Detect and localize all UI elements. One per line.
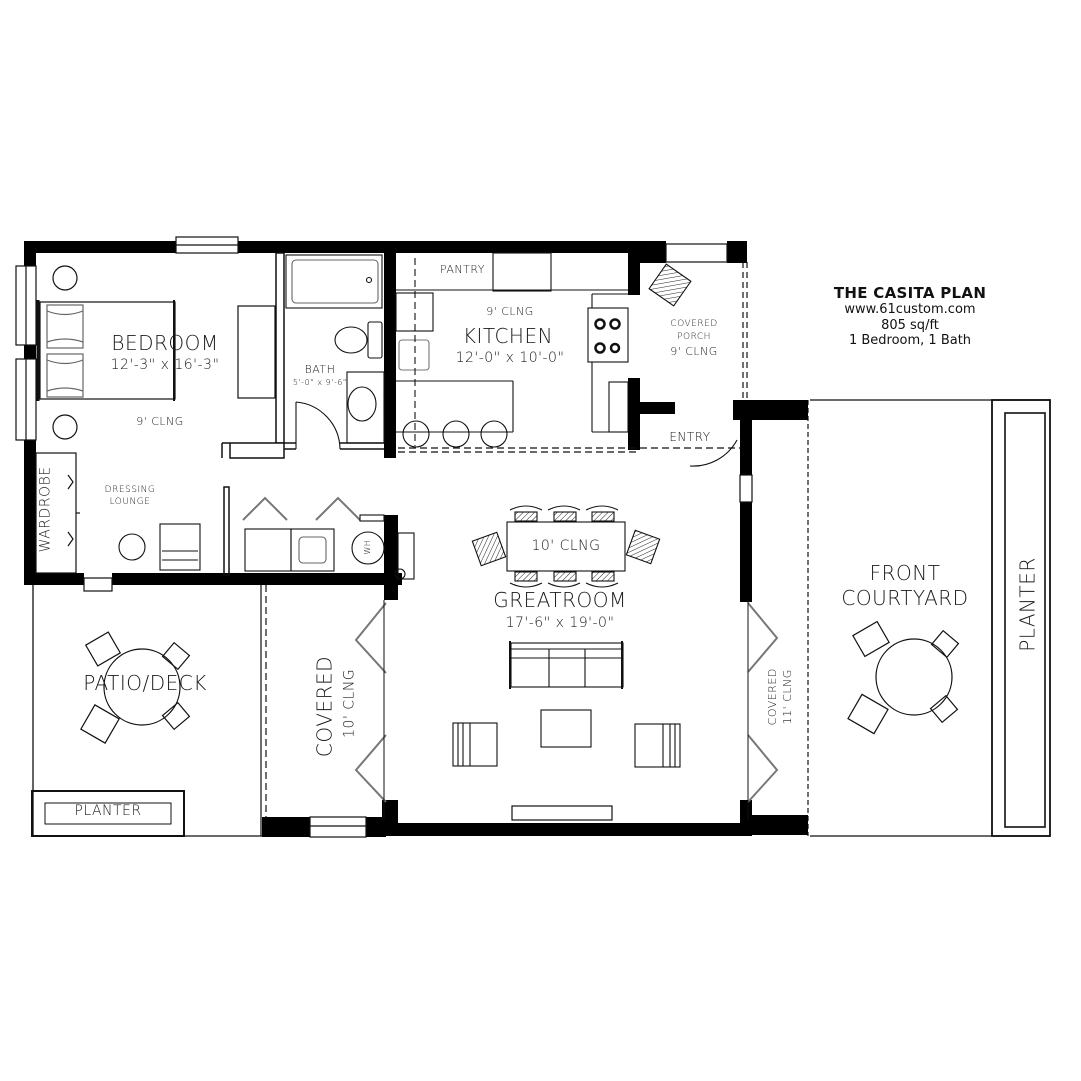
front-courtyard-label-2: COURTYARD [841, 586, 969, 610]
pantry-label: PANTRY [439, 263, 486, 276]
bedroom-ceiling: 9' CLNG [136, 415, 184, 428]
bedroom-label: BEDROOM [111, 331, 219, 355]
planter-right-label: PLANTER [1015, 557, 1040, 652]
patio-deck-outline [32, 583, 262, 837]
greatroom-size: 17'-6" x 19'-0" [505, 615, 615, 631]
bath-fixtures [285, 254, 385, 450]
kitchen-fixtures [395, 252, 629, 448]
greatroom-ceiling: 10' CLNG [531, 538, 601, 554]
laundry-closet [242, 496, 415, 580]
summary: 1 Bedroom, 1 Bath [848, 333, 972, 349]
planter-left [31, 790, 185, 837]
folding-doors [354, 600, 779, 820]
bath-label: BATH [304, 363, 336, 376]
dressing-lounge-label-2: LOUNGE [109, 497, 151, 507]
covered-area-west [260, 585, 267, 836]
dressing-lounge-furniture [118, 523, 201, 571]
planter-right [991, 399, 1051, 837]
kitchen-ceiling: 9' CLNG [486, 305, 534, 318]
title-block: THE CASITA PLAN www.61custom.com 805 sq/… [820, 284, 1000, 349]
kitchen-size: 12'-0" x 10'-0" [455, 350, 565, 366]
front-courtyard-outline [810, 399, 1050, 837]
greatroom-label: GREATROOM [493, 588, 627, 612]
website: www.61custom.com [844, 302, 976, 317]
bedroom-furniture [36, 265, 276, 440]
covered-west-ceiling: 10' CLNG [341, 668, 358, 738]
covered-east-ceiling: 11' CLNG [781, 669, 795, 725]
wardrobe-label: WARDROBE [37, 466, 54, 553]
covered-east-label: COVERED [766, 668, 780, 726]
greatroom-furniture [452, 505, 681, 768]
covered-porch-label-1: COVERED [670, 319, 718, 329]
covered-porch-label-2: PORCH [677, 332, 711, 342]
plan-name: THE CASITA PLAN [833, 284, 987, 302]
covered-porch-outline [742, 262, 748, 400]
dressing-lounge-label-1: DRESSING [104, 485, 156, 495]
exterior-walls [24, 241, 808, 837]
patio-deck-label: PATIO/DECK [83, 671, 207, 695]
area: 805 sq/ft [881, 317, 939, 333]
water-heater-label: WH [362, 539, 372, 555]
entry-label: ENTRY [669, 430, 711, 444]
bedroom-size: 12'-3" x 16'-3" [110, 357, 220, 373]
wardrobe [35, 452, 80, 574]
covered-porch-ceiling: 9' CLNG [670, 345, 718, 358]
planter-left-label: PLANTER [74, 803, 142, 819]
kitchen-label: KITCHEN [462, 324, 554, 348]
front-courtyard-label-1: FRONT [869, 561, 941, 585]
porch-fixtures [648, 263, 738, 467]
bath-size: 5'-0" x 9'-6" [292, 378, 348, 387]
courtyard-dining-set [847, 620, 960, 735]
patio-dining-set [80, 631, 191, 744]
windows [15, 236, 753, 838]
covered-west-label: COVERED [312, 655, 337, 758]
